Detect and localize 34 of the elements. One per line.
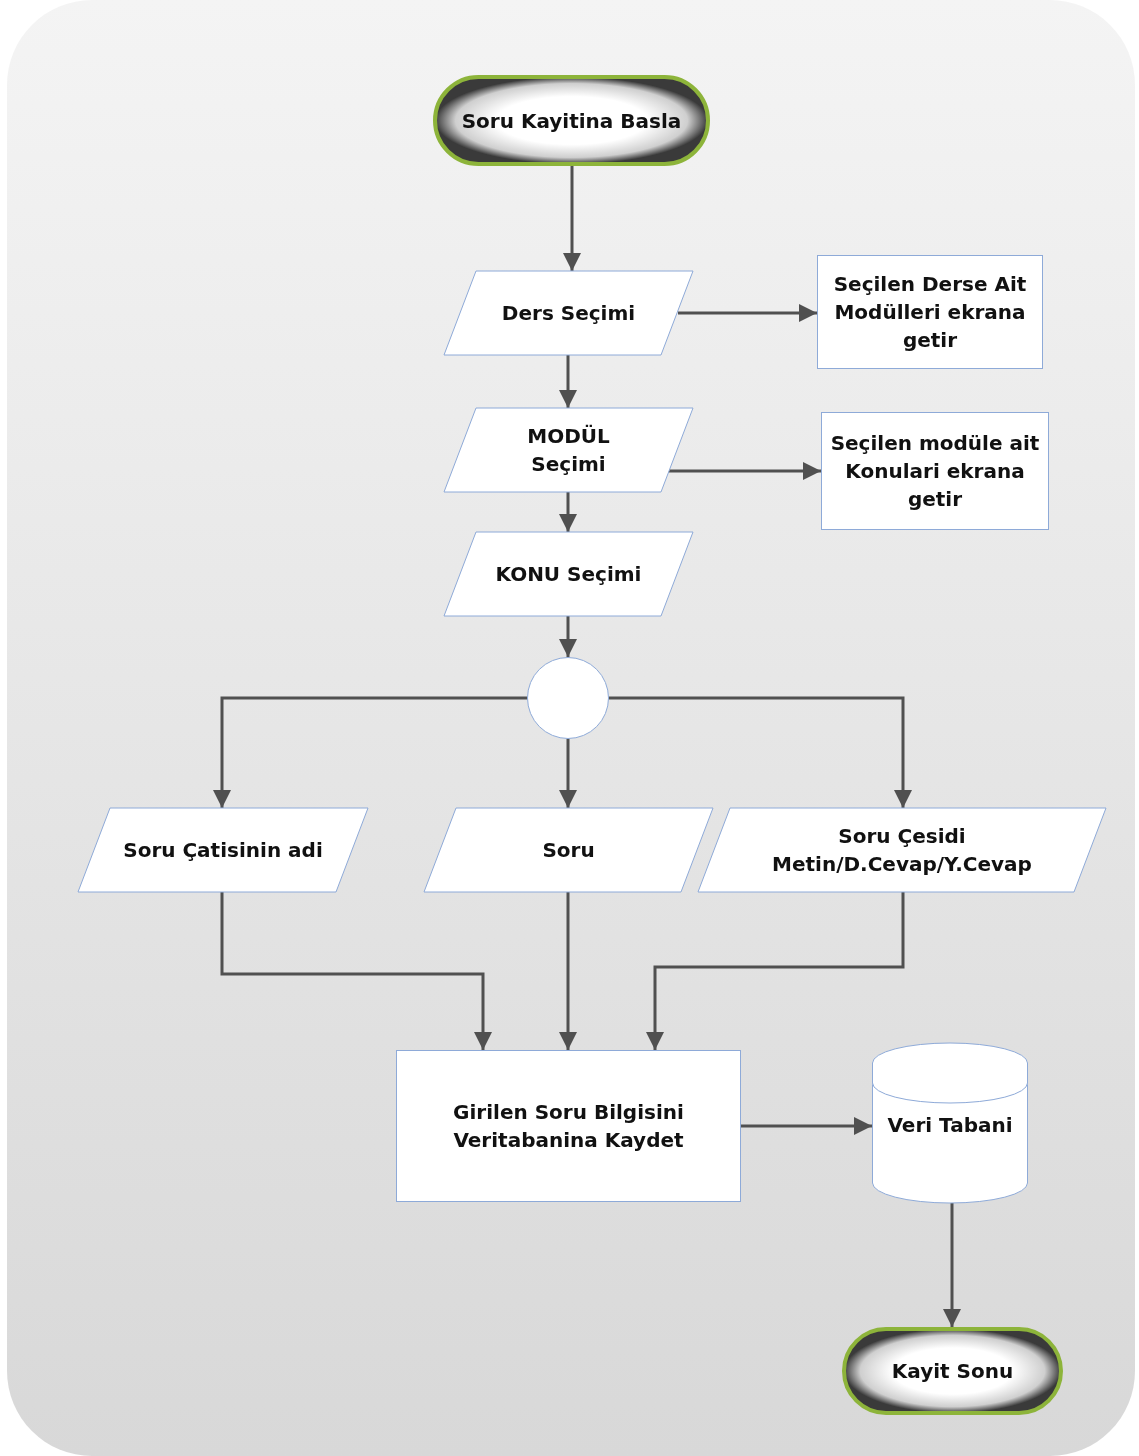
arrow bbox=[559, 616, 577, 657]
input-parallelogram bbox=[444, 271, 693, 355]
input-parallelogram bbox=[444, 532, 693, 616]
node-label: Kayit Sonu bbox=[891, 1358, 1014, 1385]
node-label: Soru Çatisinin adi bbox=[123, 837, 323, 864]
node-label: Seçilen Derse Ait Modülleri ekrana getir bbox=[832, 271, 1028, 354]
node-label: KONU Seçimi bbox=[495, 561, 642, 588]
input-parallelogram bbox=[698, 808, 1106, 892]
arrow bbox=[943, 1203, 961, 1327]
node-label: Ders Seçimi bbox=[501, 300, 636, 327]
arrow bbox=[668, 462, 821, 480]
arrow bbox=[559, 739, 577, 808]
arrow bbox=[563, 166, 581, 271]
arrow bbox=[559, 892, 577, 1050]
input-parallelogram bbox=[444, 408, 693, 492]
node-label: Soru bbox=[542, 837, 595, 864]
arrow bbox=[741, 1117, 872, 1135]
process-box bbox=[821, 412, 1049, 530]
connector-circle bbox=[527, 657, 609, 739]
arrow bbox=[678, 304, 817, 322]
arrow bbox=[609, 696, 912, 808]
node-label: Girilen Soru Bilgisini Veritabanina Kaydet bbox=[452, 1099, 685, 1154]
node-label: MODÜL Seçimi bbox=[526, 423, 611, 478]
arrow bbox=[559, 355, 577, 408]
node-label: Soru Çesidi Metin/D.Cevap/Y.Cevap bbox=[771, 823, 1033, 878]
process-box bbox=[817, 255, 1043, 369]
arrow bbox=[220, 892, 492, 1050]
arrow bbox=[646, 892, 905, 1050]
arrow bbox=[213, 696, 527, 808]
node-label: Seçilen modüle ait Konulari ekrana getir bbox=[830, 430, 1040, 513]
process-box bbox=[396, 1050, 741, 1202]
node-label: Soru Kayitina Basla bbox=[461, 107, 682, 135]
node-label: Veri Tabani bbox=[887, 1112, 1013, 1139]
arrow bbox=[559, 492, 577, 532]
